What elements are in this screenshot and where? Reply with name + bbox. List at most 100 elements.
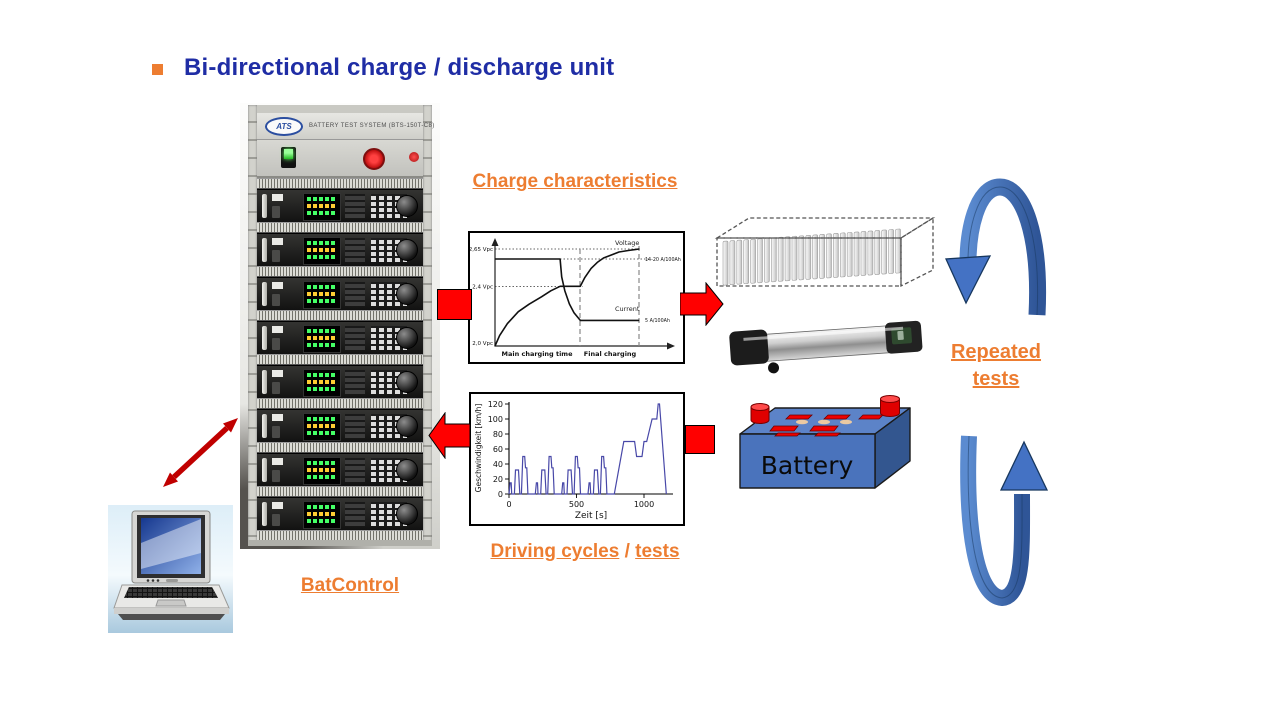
unit-soft-buttons xyxy=(345,458,365,482)
ytick-20vpc: 2,0 Vpc xyxy=(472,341,493,347)
unit-label xyxy=(272,282,283,289)
display-row-green xyxy=(307,285,337,289)
title-bullet-icon xyxy=(152,64,163,75)
display-row-green2 xyxy=(307,387,337,391)
unit-connector xyxy=(272,470,280,482)
unit-connector xyxy=(272,426,280,438)
rack-handle xyxy=(262,194,267,218)
display-row-green xyxy=(307,417,337,421)
emergency-stop-button xyxy=(363,148,385,170)
display-row-green xyxy=(307,461,337,465)
display-row-green2 xyxy=(307,431,337,435)
rack-bottom-frame xyxy=(248,540,432,546)
test-channel-unit xyxy=(257,354,423,398)
svg-text:20: 20 xyxy=(493,475,503,484)
test-channel-unit xyxy=(257,442,423,486)
display-row-yellow xyxy=(307,468,337,472)
speed-profile-curve xyxy=(508,403,667,495)
rotary-knob xyxy=(396,459,418,481)
vent-grille xyxy=(257,354,423,365)
driving-xlabel: Zeit [s] xyxy=(575,511,607,521)
chart-to-rack-arrow xyxy=(428,412,471,459)
unit-display xyxy=(303,281,341,309)
display-row-green xyxy=(307,197,337,201)
repeated-tests-label: Repeated tests xyxy=(950,341,1042,390)
battery-test-rack: ATS BATTERY TEST SYSTEM (BTS-150T-C8) xyxy=(248,105,435,546)
power-switch xyxy=(281,147,296,168)
laptop-screen xyxy=(141,518,201,574)
unit-connector xyxy=(272,514,280,526)
rotary-knob xyxy=(396,283,418,305)
current-curve xyxy=(495,258,640,322)
test-channel-unit xyxy=(257,310,423,354)
unit-display xyxy=(303,237,341,265)
unit-display xyxy=(303,369,341,397)
vent-grille xyxy=(257,266,423,277)
driving-cycles-label: Driving cycles / tests xyxy=(490,541,680,562)
vent-grille xyxy=(257,398,423,409)
display-row-green xyxy=(307,241,337,245)
unit-label xyxy=(272,414,283,421)
display-row-green2 xyxy=(307,343,337,347)
vent-grille xyxy=(257,222,423,233)
battery-terminals xyxy=(750,395,900,424)
bidirectional-arrow xyxy=(163,418,238,487)
unit-label xyxy=(272,370,283,377)
cell-stack xyxy=(722,228,901,286)
svg-text:40: 40 xyxy=(493,460,503,469)
unit-soft-buttons xyxy=(345,194,365,218)
display-row-green xyxy=(307,373,337,377)
display-row-green2 xyxy=(307,519,337,523)
rotary-knob xyxy=(396,371,418,393)
unit-soft-buttons xyxy=(345,326,365,350)
rack-handle xyxy=(262,238,267,262)
rotary-knob xyxy=(396,195,418,217)
vent-grille xyxy=(257,178,423,189)
test-channel-unit xyxy=(257,222,423,266)
rack-left-rail xyxy=(248,105,257,546)
rack-to-chart-arrow xyxy=(437,289,472,320)
rack-units xyxy=(257,178,423,530)
rotary-knob xyxy=(396,327,418,349)
vent-grille xyxy=(257,310,423,321)
driving-ylabel: Geschwindigkeit [km/h] xyxy=(474,404,483,493)
rack-handle xyxy=(262,458,267,482)
right-label-low-current: 5 A/100Ah xyxy=(645,318,670,324)
batcontrol-label: BatControl xyxy=(300,575,400,596)
battery-box-image: Battery xyxy=(739,395,911,489)
rack-header-text: BATTERY TEST SYSTEM (BTS-150T-C8) xyxy=(309,123,435,129)
repeat-cycle-arrow-top xyxy=(945,178,1047,316)
chart-to-battery-arrow xyxy=(680,282,724,326)
battery-to-chart-arrow xyxy=(685,425,715,454)
right-label-high-current: 14-20 A/100Ah xyxy=(645,257,681,263)
unit-display xyxy=(303,193,341,221)
unit-soft-buttons xyxy=(345,502,365,526)
svg-text:120: 120 xyxy=(488,400,503,409)
unit-soft-buttons xyxy=(345,370,365,394)
charge-characteristics-label: Charge characteristics xyxy=(472,171,678,192)
display-row-green2 xyxy=(307,475,337,479)
voltage-series-label: Voltage xyxy=(615,239,639,247)
unit-connector xyxy=(272,294,280,306)
svg-text:500: 500 xyxy=(569,500,584,509)
display-row-yellow xyxy=(307,380,337,384)
svg-text:60: 60 xyxy=(493,445,503,454)
unit-connector xyxy=(272,382,280,394)
unit-display xyxy=(303,413,341,441)
cylindrical-battery-image xyxy=(729,320,923,374)
display-row-green xyxy=(307,329,337,333)
display-row-yellow xyxy=(307,292,337,296)
svg-text:0: 0 xyxy=(506,500,511,509)
unit-label xyxy=(272,458,283,465)
battery-box-label: Battery xyxy=(761,451,854,480)
rotary-knob xyxy=(396,503,418,525)
rack-handle xyxy=(262,326,267,350)
channel-front-panel xyxy=(257,409,423,442)
current-series-label: Current xyxy=(615,305,640,313)
alarm-indicator xyxy=(409,152,419,162)
rotary-knob xyxy=(396,239,418,261)
display-row-green2 xyxy=(307,211,337,215)
unit-display xyxy=(303,501,341,529)
